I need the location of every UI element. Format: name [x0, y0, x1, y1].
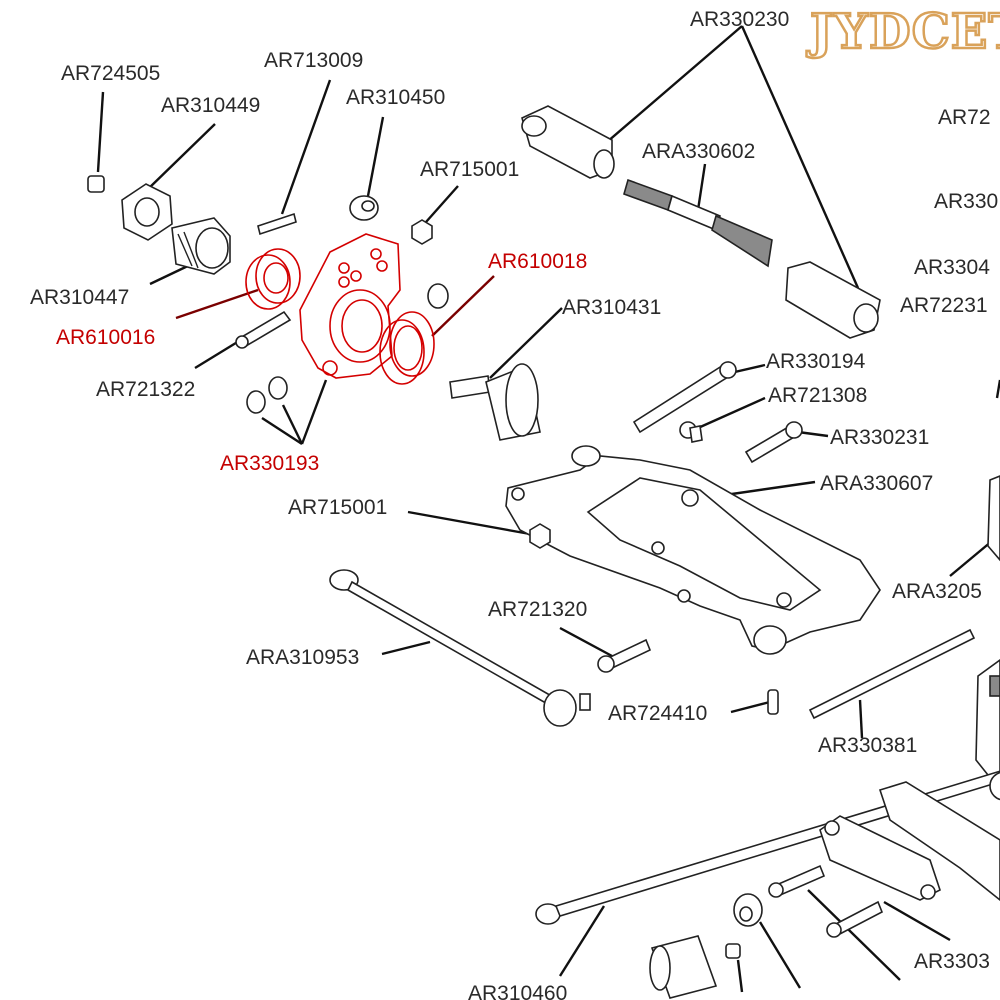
set-screw-part	[87, 175, 105, 193]
label-ar310449: AR310449	[161, 94, 260, 117]
driveshaft-part	[329, 569, 591, 727]
leader-ar721320	[559, 626, 613, 658]
label-ar3304-cut: AR3304	[914, 256, 990, 279]
leader-ar330193-c	[300, 379, 328, 445]
label-ar330230: AR330230	[690, 8, 789, 31]
label-ar310450: AR310450	[346, 86, 445, 109]
label-ar330-cut: AR330	[934, 190, 998, 213]
leader-ar610018	[431, 275, 495, 337]
rod-end-bottom-part	[785, 261, 881, 339]
label-ara310953: ARA310953	[246, 646, 359, 669]
label-ar3303-cut: AR3303	[914, 950, 990, 973]
leader-ar3303	[883, 900, 951, 942]
leader-ar330381	[858, 699, 864, 739]
rod-end-top-part	[521, 105, 615, 179]
label-ar72231-cut: AR72231	[900, 294, 988, 317]
label-ar610016: AR610016	[56, 326, 155, 349]
leader-ar721308	[697, 396, 766, 430]
label-ar721322: AR721322	[96, 378, 195, 401]
label-ar72-cut: AR72	[938, 106, 991, 129]
leader-ar724410	[730, 700, 771, 714]
set-screw-ar724410-part	[767, 689, 779, 715]
leader-ar724505	[96, 91, 105, 173]
leader-ar715001-mid	[407, 510, 531, 536]
label-ar715001-top: AR715001	[420, 158, 519, 181]
hex-adapter-part	[171, 217, 231, 275]
washers-part	[246, 283, 449, 414]
label-ara330602: ARA330602	[642, 140, 755, 163]
leader-ar310449	[146, 123, 216, 191]
screw-ar721320-part	[597, 638, 652, 673]
label-ar310431: AR310431	[562, 296, 661, 319]
leader-part-bottom-c	[758, 921, 802, 989]
right-edge-parts	[975, 475, 1000, 792]
label-ar610018: AR610018	[488, 250, 587, 273]
brand-watermark: JYDCET®	[809, 3, 1000, 62]
hinge-pin-ar330194-part	[632, 360, 738, 434]
bearing-ar610018-part	[379, 311, 435, 385]
hex-nut-part	[121, 183, 173, 241]
bushing-part	[349, 195, 379, 221]
leader-ar310431	[489, 307, 563, 379]
leader-ar330230-b	[740, 25, 860, 289]
suspension-arm-part	[505, 445, 881, 655]
label-ar724505: AR724505	[61, 62, 160, 85]
leader-ar310447	[149, 262, 193, 286]
leader-ara330607	[717, 480, 816, 498]
parts	[87, 105, 1000, 999]
brand-watermark-text: JYDCET	[809, 3, 1000, 62]
turnbuckle-rod-part	[623, 178, 773, 268]
leader-ar610016	[175, 288, 259, 320]
leader-ar330230-a	[599, 25, 743, 149]
label-ar721308: AR721308	[768, 384, 867, 407]
leader-ar713009	[280, 79, 332, 215]
linkage-plate-part	[819, 781, 1000, 902]
label-ar310447: AR310447	[30, 286, 129, 309]
label-ar330231: AR330231	[830, 426, 929, 449]
leader-ar310460-a	[558, 905, 606, 977]
label-ar721320: AR721320	[488, 598, 587, 621]
label-ar310460: AR310460	[468, 982, 567, 1000]
label-ar330193: AR330193	[220, 452, 319, 475]
leader-ar330231	[797, 430, 829, 438]
leader-ara310953	[381, 640, 431, 656]
screw-ar721322-part	[235, 310, 292, 349]
screw-ar721308-part	[679, 421, 703, 443]
small-nut-mid-part	[529, 523, 551, 549]
label-ar715001-mid: AR715001	[288, 496, 387, 519]
part-labels: AR724505 AR310449 AR713009 AR310450 AR71…	[30, 8, 998, 1000]
leader-lines	[96, 25, 1000, 993]
pin-part	[257, 212, 297, 236]
leader-ara330602	[696, 163, 707, 211]
label-ar330381: AR330381	[818, 734, 917, 757]
label-ar330194: AR330194	[766, 350, 866, 373]
drive-cup-part	[449, 363, 541, 441]
leader-part-bottom-d	[807, 889, 901, 981]
leader-ar715001-top	[425, 185, 459, 223]
small-nut-top-part	[411, 219, 433, 245]
label-ara32056-cut: ARA3205	[892, 580, 982, 603]
label-ara330607: ARA330607	[820, 472, 933, 495]
leader-ar310450	[366, 116, 385, 197]
label-ar713009: AR713009	[264, 49, 363, 72]
hub-carrier-ar330193-part	[299, 233, 401, 379]
leader-ar330193-a	[261, 416, 303, 446]
bearing-ar610016-part	[245, 248, 301, 310]
leader-ar310460-b	[736, 959, 744, 993]
label-ar724410: AR724410	[608, 702, 707, 725]
screw-ar330231-part	[744, 421, 803, 464]
leader-ar330193-b	[281, 404, 304, 445]
pin-ar330381-part	[808, 628, 976, 720]
bottom-parts	[649, 864, 884, 999]
